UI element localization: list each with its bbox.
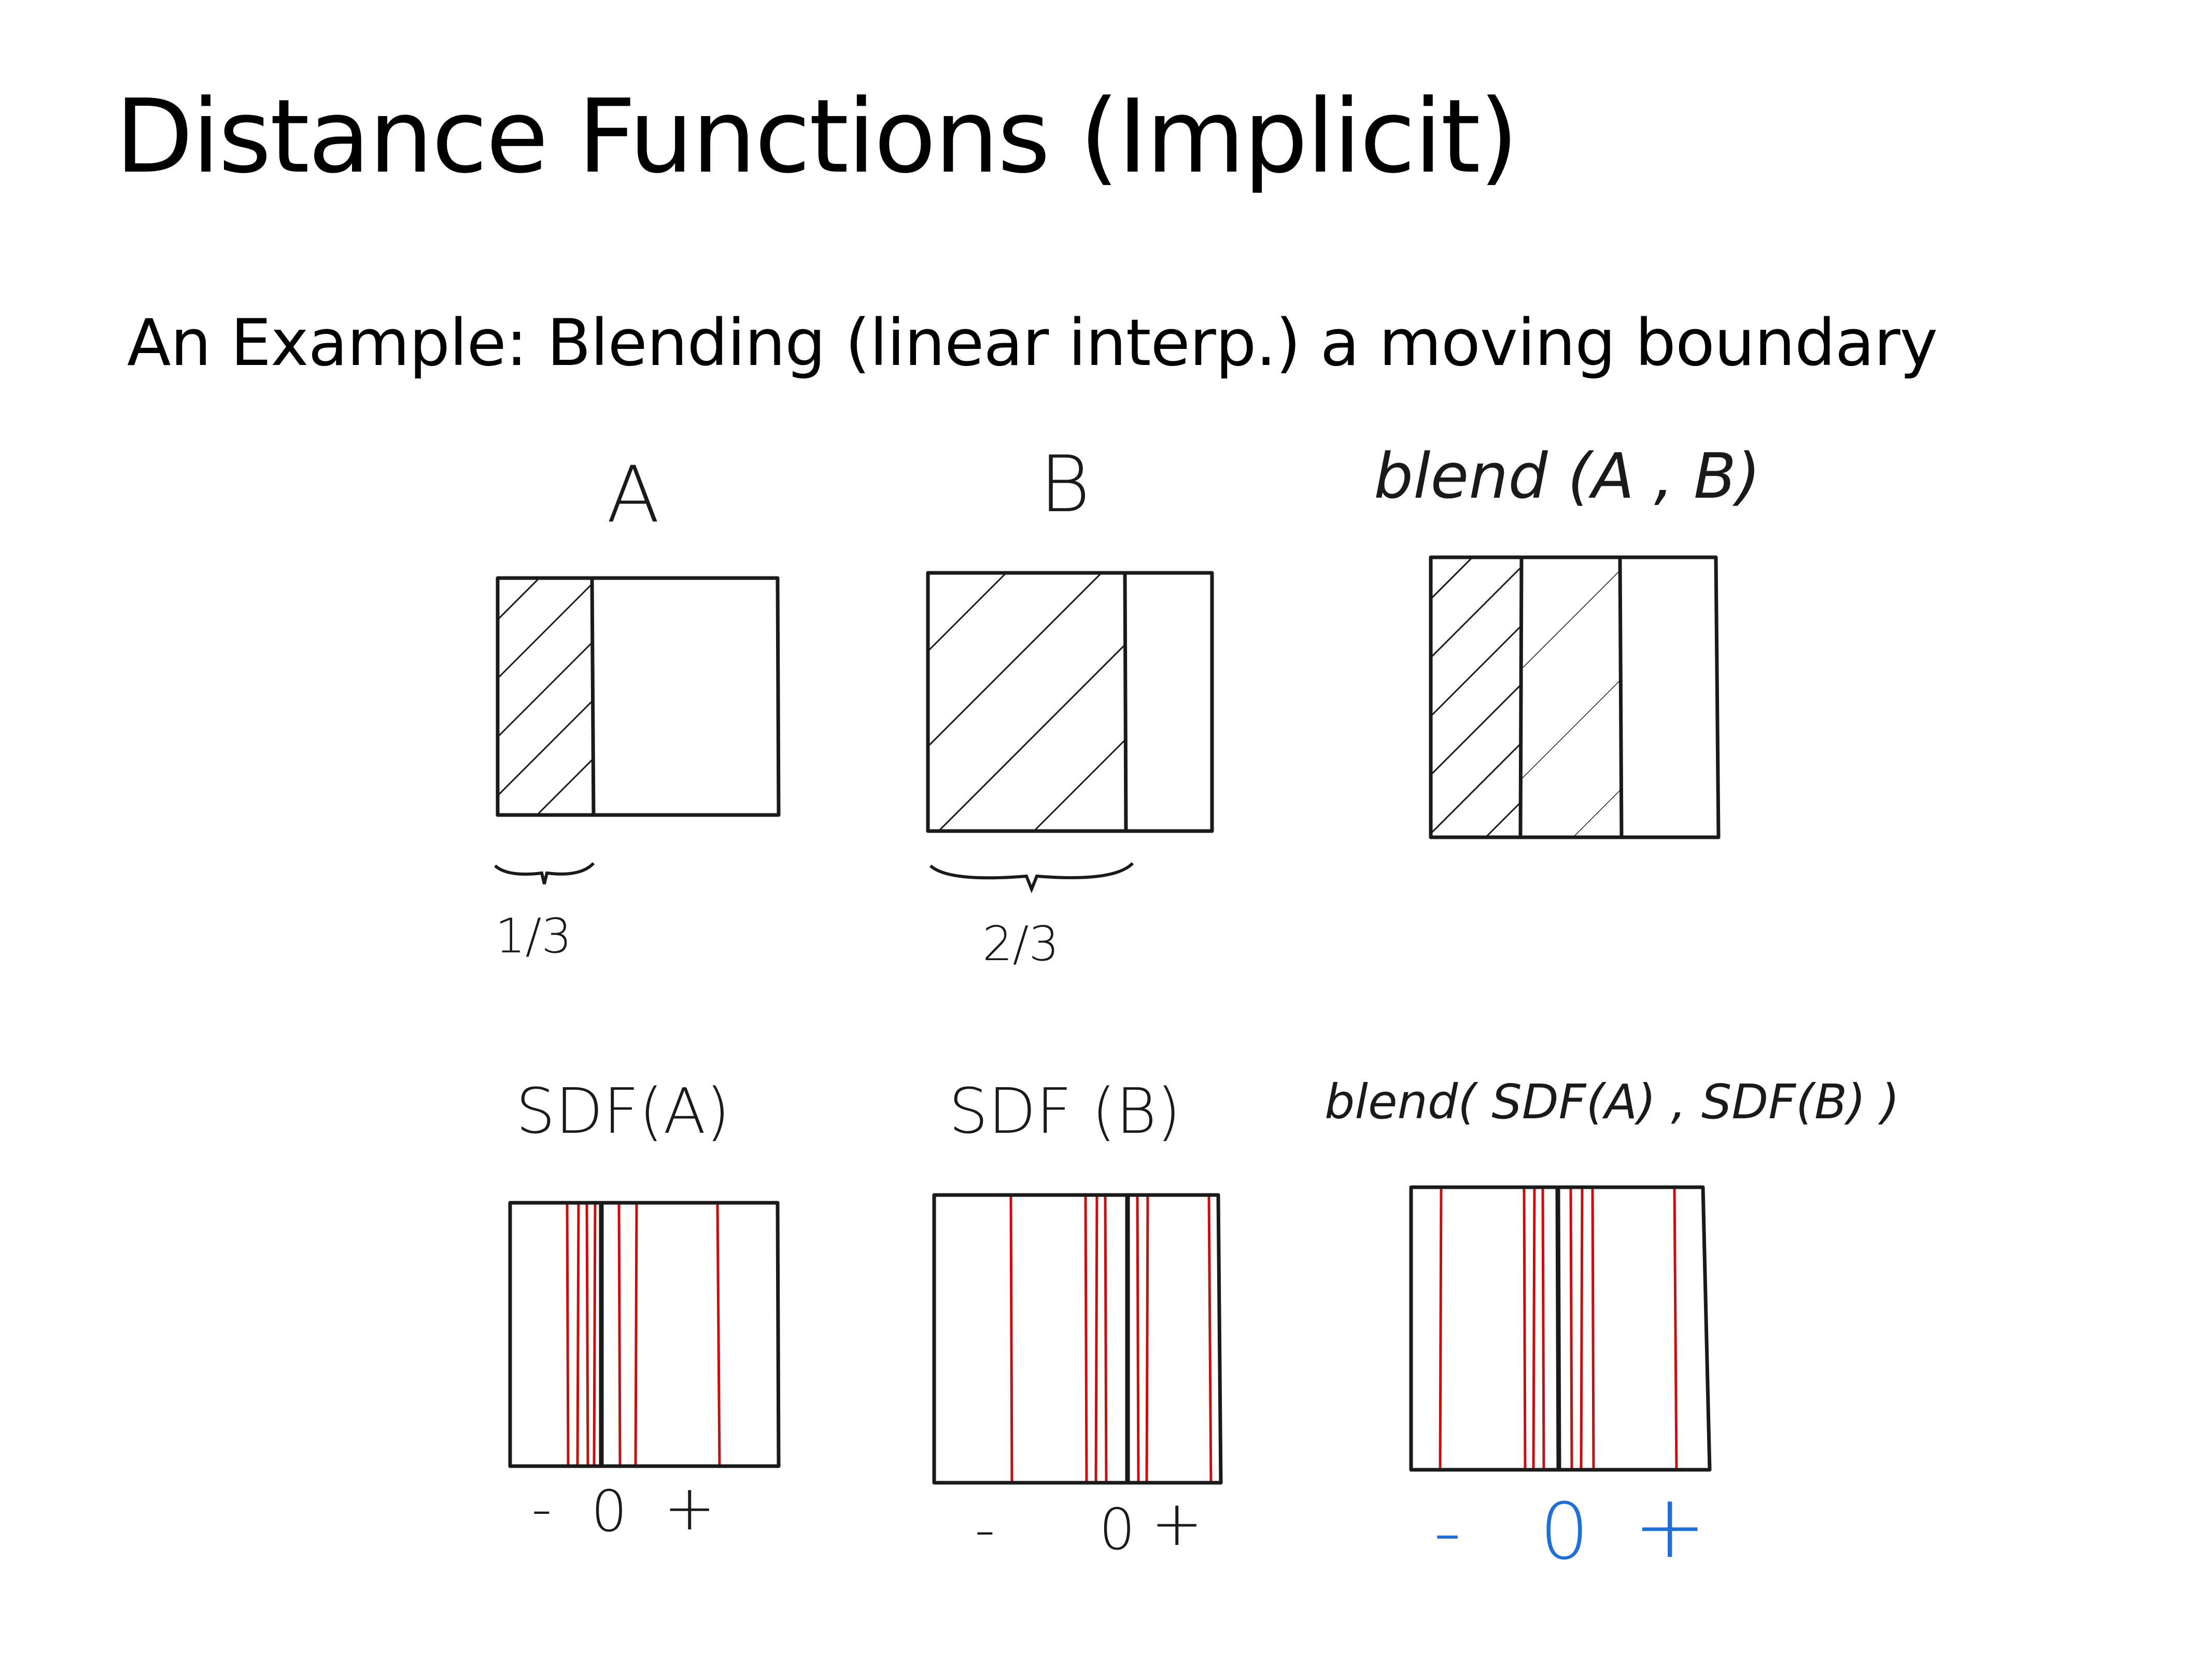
axis-zero-sdf-blend: 0 bbox=[1540, 1487, 1589, 1577]
label-a: A bbox=[607, 450, 660, 540]
fraction-b: 2/3 bbox=[982, 916, 1060, 972]
slide-subtitle: An Example: Blending (linear interp.) a … bbox=[127, 306, 1938, 381]
sketch-b-filled-region bbox=[928, 573, 1125, 831]
axis-pos-sdf-a: + bbox=[664, 1472, 716, 1544]
label-blend: blend (A , B) bbox=[1374, 441, 1761, 513]
slide-title: Distance Functions (Implicit) bbox=[115, 78, 1518, 196]
sketch-b-boundary bbox=[926, 571, 1214, 833]
label-sdf-blend: blend( SDF(A) , SDF(B) ) bbox=[1325, 1074, 1900, 1130]
sketch-a-boundary bbox=[496, 576, 781, 817]
brace-a bbox=[494, 862, 595, 884]
label-b: B bbox=[1039, 440, 1091, 530]
sketch-b bbox=[926, 571, 1214, 833]
sdf-blend-contours bbox=[1439, 1187, 1678, 1470]
axis-zero-sdf-a: 0 bbox=[591, 1478, 627, 1544]
axis-pos-sdf-blend: + bbox=[1633, 1475, 1707, 1578]
blend-light-region bbox=[1521, 557, 1620, 837]
brace-b bbox=[929, 862, 1134, 894]
label-sdf-b: SDF (B) bbox=[949, 1076, 1181, 1148]
axis-neg-sdf-blend: - bbox=[1433, 1487, 1462, 1577]
axis-zero-sdf-b: 0 bbox=[1099, 1496, 1135, 1563]
sdf-b-contours bbox=[1009, 1194, 1213, 1483]
sketch-a bbox=[496, 576, 781, 817]
label-sdf-a: SDF(A) bbox=[516, 1076, 730, 1148]
sketch-sdf-a bbox=[508, 1201, 781, 1468]
axis-neg-sdf-b: - bbox=[975, 1496, 995, 1563]
sketch-sdf-b bbox=[932, 1193, 1223, 1485]
sketch-blend-boundary bbox=[1429, 555, 1721, 839]
sketch-sdf-blend bbox=[1409, 1185, 1712, 1472]
sdf-blend-zero-boundary bbox=[1555, 1187, 1561, 1470]
sketch-blend bbox=[1429, 555, 1721, 839]
axis-neg-sdf-a: - bbox=[531, 1475, 552, 1542]
blend-dark-region bbox=[1431, 557, 1521, 837]
axis-pos-sdf-b: + bbox=[1151, 1488, 1203, 1560]
sketch-a-filled-region bbox=[498, 578, 592, 814]
fraction-a: 1/3 bbox=[495, 908, 572, 964]
sdf-a-contours bbox=[566, 1202, 721, 1467]
